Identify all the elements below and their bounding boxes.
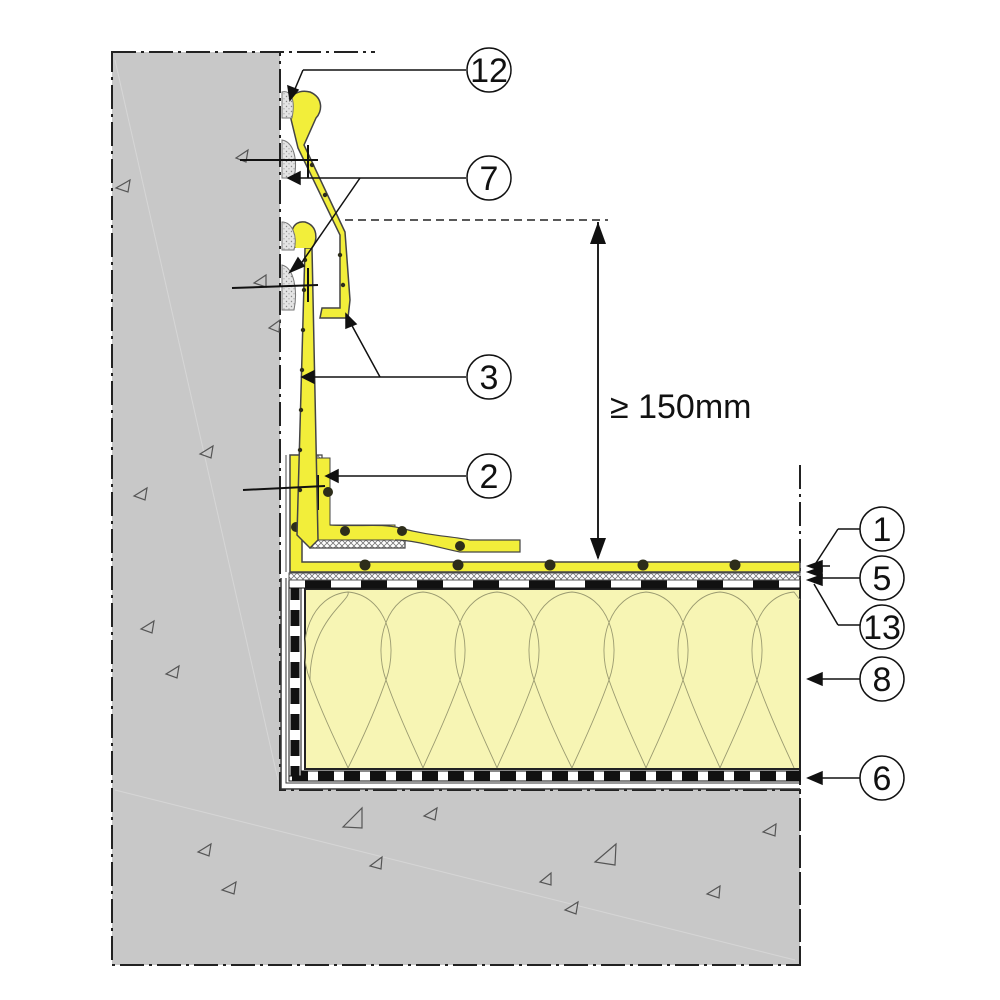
callout-7-label: 7 (480, 160, 499, 198)
callout-6-label: 6 (873, 760, 892, 798)
callout-12-label: 12 (470, 52, 508, 90)
dimension-label: ≥ 150mm (610, 388, 751, 426)
callout-6: 6 (859, 755, 905, 801)
callout-3: 3 (466, 354, 512, 400)
callout-3-label: 3 (480, 359, 499, 397)
vapour-control-layer (288, 580, 801, 782)
insulation-board (304, 588, 801, 770)
callout-7: 7 (466, 155, 512, 201)
callout-1: 1 (859, 506, 905, 552)
roof-membrane (285, 454, 801, 573)
callout-13: 13 (859, 604, 905, 650)
aggregate-marks (114, 148, 777, 915)
callout-8-label: 8 (873, 661, 892, 699)
callout-2: 2 (466, 453, 512, 499)
callout-leaders (286, 69, 860, 786)
callouts: 12 7 3 2 1 5 13 8 (466, 47, 905, 801)
callout-12: 12 (466, 47, 512, 93)
callout-1-label: 1 (873, 511, 892, 549)
separation-layers (288, 572, 801, 589)
callout-5: 5 (859, 555, 905, 601)
callout-5-label: 5 (873, 560, 892, 598)
callout-8: 8 (859, 656, 905, 702)
callout-2-label: 2 (480, 458, 499, 496)
height-dimension: ≥ 150mm (345, 219, 751, 560)
gap-lining (280, 578, 800, 790)
concrete-structure (111, 51, 801, 966)
callout-13-label: 13 (863, 609, 901, 647)
